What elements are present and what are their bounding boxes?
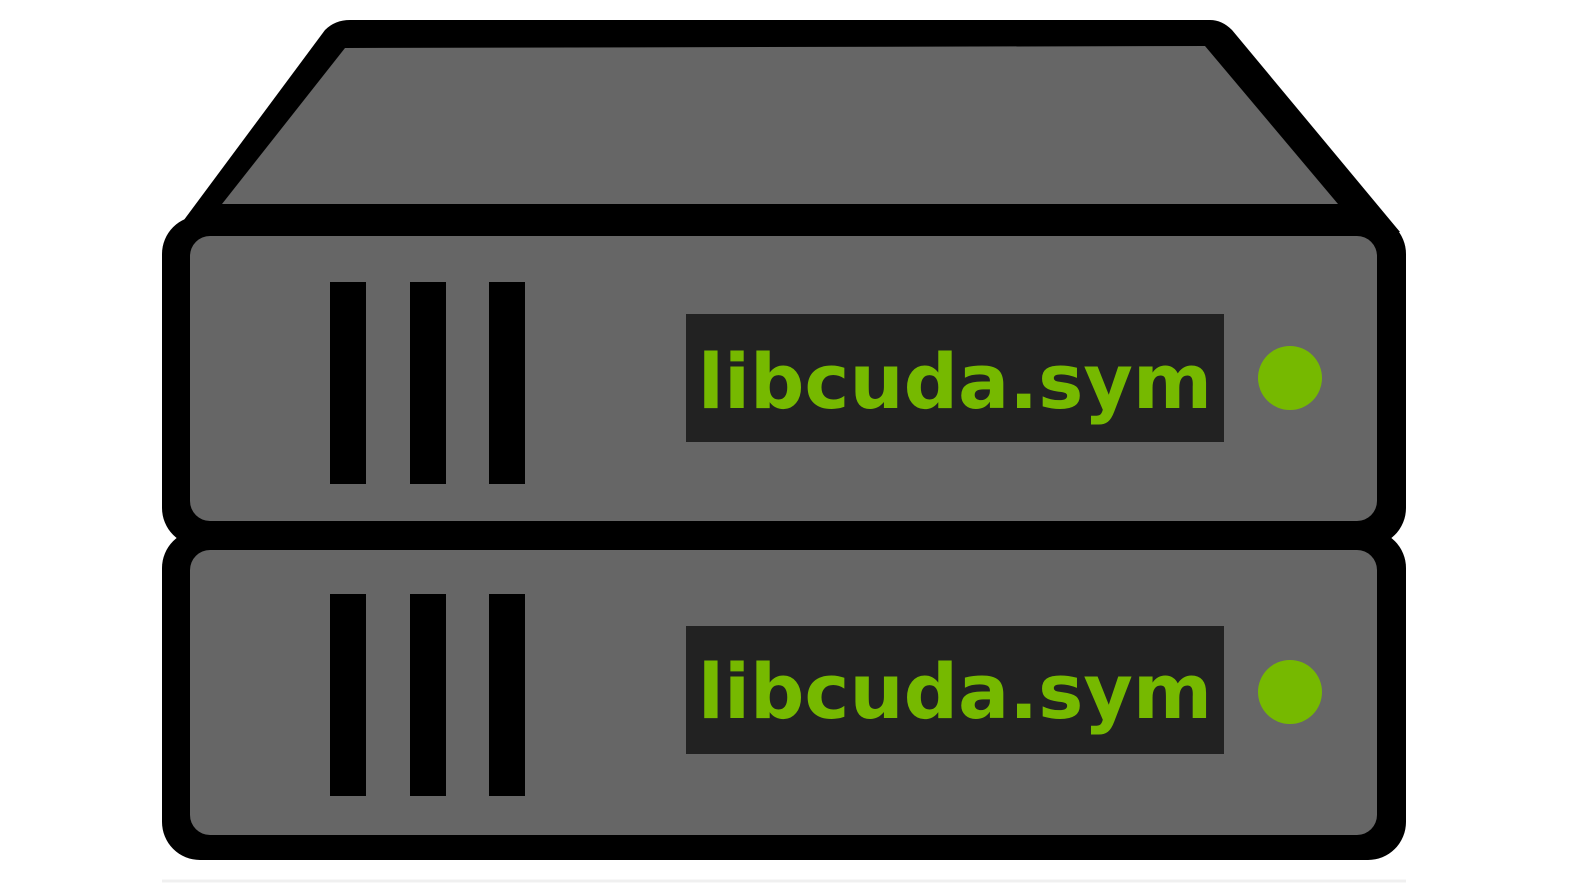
server-top-lid bbox=[175, 20, 1400, 232]
status-led-icon bbox=[1258, 346, 1322, 410]
vent-slots-icon bbox=[330, 594, 525, 796]
server-unit-1: libcuda.sym bbox=[162, 216, 1406, 546]
server-unit-2: libcuda.sym bbox=[162, 530, 1406, 860]
server-unit-1-label-box bbox=[686, 314, 1224, 442]
server-unit-2-label: libcuda.sym bbox=[698, 647, 1212, 736]
status-led-icon bbox=[1258, 660, 1322, 724]
vent-slots-icon bbox=[330, 282, 525, 484]
server-unit-2-label-box bbox=[686, 626, 1224, 754]
server-unit-1-label: libcuda.sym bbox=[698, 337, 1212, 426]
